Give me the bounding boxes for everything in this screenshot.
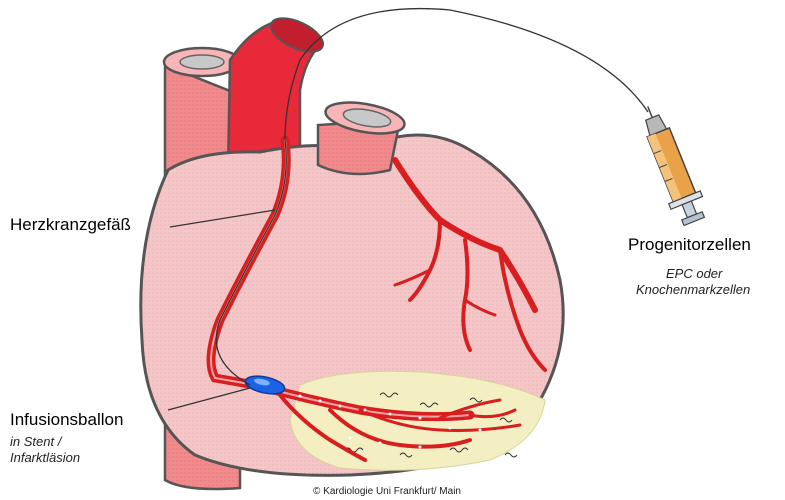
label-infusion-balloon: Infusionsballon — [10, 410, 123, 430]
label-epc-line2: Knochenmarkzellen — [636, 282, 750, 297]
label-stent-line2: Infarktläsion — [10, 450, 80, 465]
label-coronary-vessel: Herzkranzgefäß — [10, 215, 131, 235]
copyright-notice: © Kardiologie Uni Frankfurt/ Main — [313, 486, 461, 497]
label-progenitor-cells: Progenitorzellen — [628, 235, 751, 255]
syringe-icon — [632, 100, 710, 228]
label-stent-line1: in Stent / — [10, 434, 61, 449]
label-epc-line1: EPC oder — [666, 266, 722, 281]
